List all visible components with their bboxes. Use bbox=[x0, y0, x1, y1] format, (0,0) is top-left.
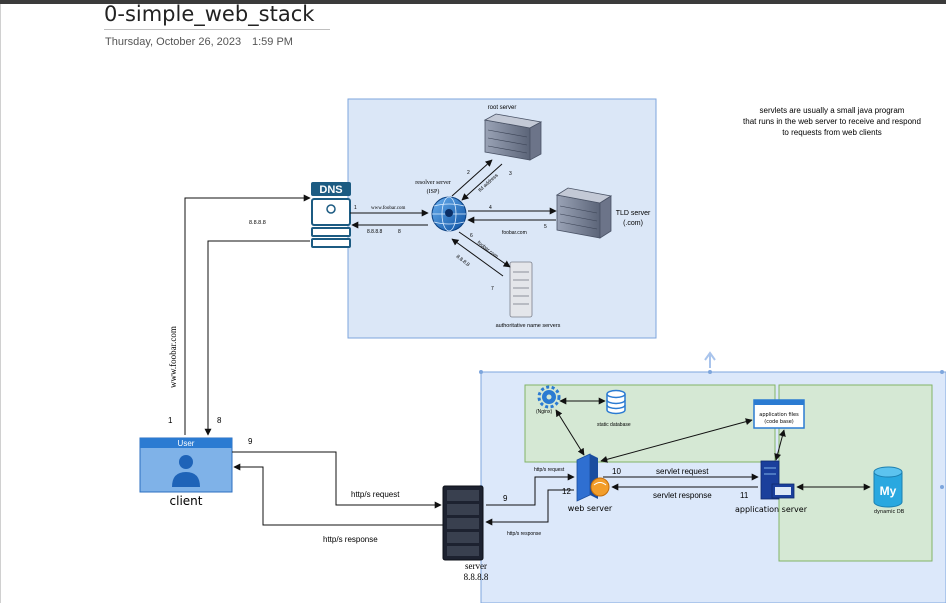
dns-query-domain: www.foobar.com bbox=[371, 206, 406, 211]
step-10: 10 bbox=[612, 467, 621, 476]
arrow-webserver-appfiles bbox=[600, 418, 753, 463]
client-label: client bbox=[170, 494, 203, 508]
server-label: server bbox=[465, 561, 487, 571]
dns-step-3: 3 bbox=[509, 171, 512, 177]
client-step-8: 8 bbox=[217, 416, 222, 425]
mysql-database-icon[interactable]: My bbox=[873, 466, 903, 508]
nginx-label: (Nginx) bbox=[536, 409, 552, 415]
server-ip: 8.8.8.8 bbox=[464, 572, 489, 582]
step-12: 12 bbox=[562, 487, 571, 496]
servlet-note: servlets are usually a small java progra… bbox=[743, 106, 921, 137]
mysql-logo-text: My bbox=[880, 484, 897, 498]
resolver-globe-icon[interactable] bbox=[431, 196, 467, 232]
arrow-dns-to-client bbox=[204, 240, 310, 436]
arrow-nginx-webserver bbox=[555, 409, 585, 456]
dns-step-4: 4 bbox=[489, 205, 492, 211]
app-files-line-1: application files bbox=[759, 412, 799, 418]
note-line-2: that runs in the web server to receive a… bbox=[743, 117, 921, 126]
http-request-small: http/s request bbox=[534, 467, 565, 473]
application-server-icon[interactable] bbox=[760, 460, 795, 500]
arrow-resolver-to-auth bbox=[458, 231, 511, 268]
page-time: 1:59 PM bbox=[252, 36, 293, 48]
dns-reply-ip-label: 8.8.8.8 bbox=[249, 220, 266, 226]
server-step-9: 9 bbox=[503, 494, 508, 503]
application-files-icon[interactable]: application files (code base) bbox=[753, 399, 805, 429]
note-line-3: to requests from web clients bbox=[782, 128, 882, 137]
application-server-label: application server bbox=[735, 505, 808, 514]
http-request-label: http/s request bbox=[351, 490, 400, 499]
client-domain-label: www.foobar.com bbox=[168, 326, 178, 388]
dns-step-6: 6 bbox=[470, 233, 473, 239]
note-line-1: servlets are usually a small java progra… bbox=[760, 106, 905, 115]
arrow-auth-to-resolver bbox=[451, 238, 504, 277]
arrow-root-to-resolver bbox=[461, 163, 503, 201]
tld-server-icon[interactable] bbox=[555, 187, 613, 239]
static-database-icon[interactable] bbox=[606, 389, 626, 415]
dns-answer-ip: 8.8.8.8 bbox=[367, 229, 383, 235]
dns-step-8: 8 bbox=[398, 229, 401, 235]
arrow-client-to-dns bbox=[184, 194, 311, 435]
client-step-9: 9 bbox=[248, 437, 253, 446]
servlet-response-label: servlet response bbox=[653, 491, 712, 500]
dns-step-1: 1 bbox=[354, 205, 357, 211]
dynamic-db-label: dynamic DB bbox=[874, 509, 905, 515]
arrow-appfiles-appserver bbox=[774, 429, 786, 461]
resolver-label-2: (ISP) bbox=[427, 188, 440, 195]
arrow-resolver-to-root bbox=[451, 159, 493, 197]
window-top-bar bbox=[0, 0, 946, 4]
dns-step-5: 5 bbox=[544, 224, 547, 230]
dns-step-7: 7 bbox=[491, 286, 494, 292]
arrow-client-to-server bbox=[232, 451, 442, 509]
arrow-webserver-to-server bbox=[485, 489, 574, 526]
http-response-small: http/s response bbox=[507, 531, 541, 537]
web-server-icon[interactable] bbox=[576, 453, 610, 502]
root-server-icon[interactable] bbox=[483, 113, 543, 161]
arrow-server-to-webserver bbox=[486, 473, 575, 506]
panel-handles bbox=[479, 351, 944, 489]
resolver-label-1: resolver server bbox=[415, 180, 450, 186]
authoritative-server-label: authoritative name servers bbox=[496, 323, 561, 329]
app-files-line-2: (code base) bbox=[764, 419, 794, 425]
dns-label: DNS bbox=[319, 184, 342, 196]
client-step-1: 1 bbox=[168, 416, 173, 425]
servlet-request-label: servlet request bbox=[656, 467, 709, 476]
foobar-com-label: foobar.com bbox=[502, 230, 527, 236]
step-11: 11 bbox=[740, 491, 749, 500]
client-user-icon[interactable]: User bbox=[139, 437, 233, 493]
web-server-label: web server bbox=[568, 504, 613, 513]
root-server-label: root server bbox=[488, 105, 517, 111]
page-left-border bbox=[0, 4, 1, 603]
arrow-server-to-client bbox=[233, 463, 443, 526]
tld-server-label-1: TLD server bbox=[616, 210, 651, 217]
client-user-header: User bbox=[178, 439, 195, 448]
server-rack-icon[interactable] bbox=[442, 485, 484, 561]
nginx-gear-icon[interactable] bbox=[537, 385, 561, 409]
authoritative-server-icon[interactable] bbox=[509, 261, 533, 318]
static-database-label: static database bbox=[597, 422, 631, 428]
http-response-label: http/s response bbox=[323, 535, 378, 544]
title-underline bbox=[104, 29, 330, 30]
page-date: Thursday, October 26, 2023 bbox=[105, 36, 242, 48]
dns-icon[interactable]: DNS bbox=[311, 182, 351, 248]
tld-server-label-2: (.com) bbox=[623, 220, 643, 227]
dns-step-2: 2 bbox=[467, 170, 470, 176]
page-title[interactable]: 0-simple_web_stack bbox=[104, 2, 315, 26]
